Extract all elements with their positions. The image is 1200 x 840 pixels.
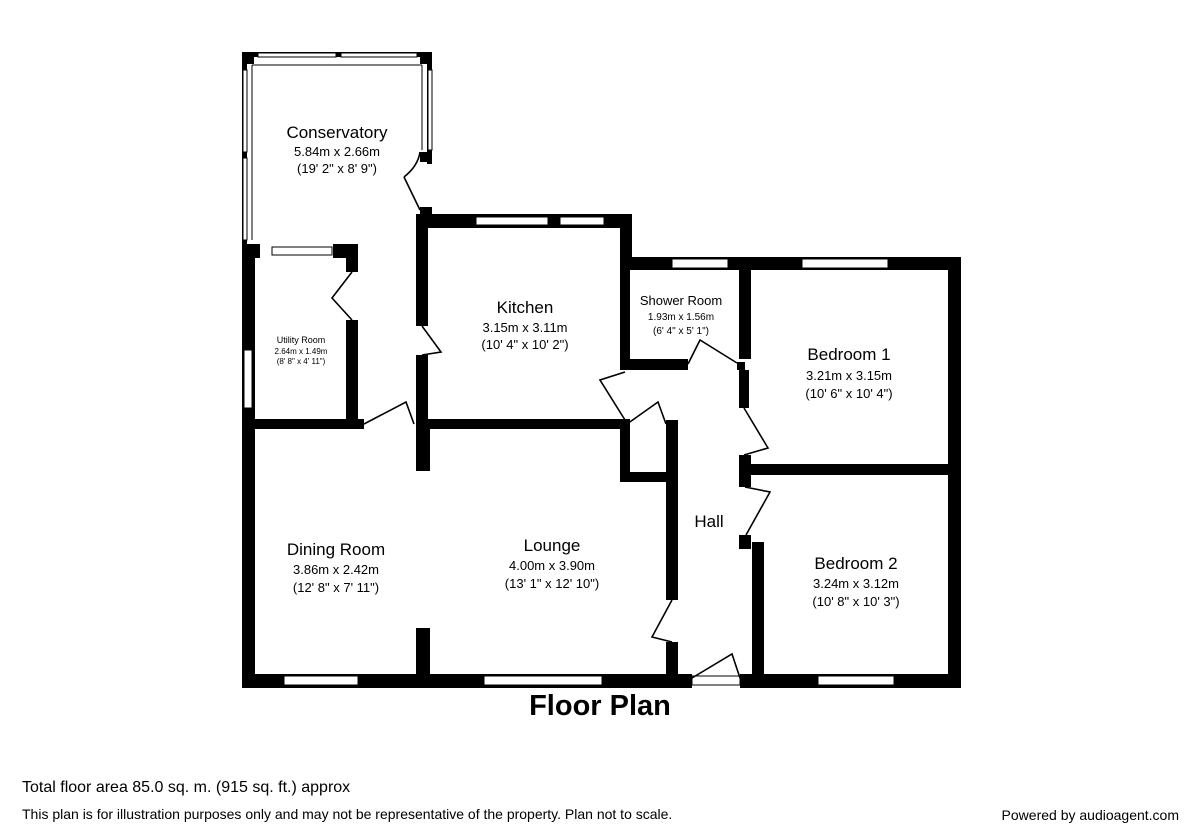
lounge-imperial: (13' 1" x 12' 10") xyxy=(505,576,599,591)
front-door xyxy=(691,652,741,679)
dining-name: Dining Room xyxy=(287,540,385,559)
dining-wall-top xyxy=(242,419,364,429)
disclaimer: This plan is for illustration purposes o… xyxy=(22,806,673,822)
plan-title: Floor Plan xyxy=(529,690,671,722)
bedroom2-wall-left xyxy=(739,535,751,549)
room-labels: Conservatory 5.84m x 2.66m (19' 2" x 8' … xyxy=(275,123,900,609)
conservatory-window-left-2 xyxy=(242,157,248,241)
front-door-threshold xyxy=(691,675,741,686)
bedroom2-window xyxy=(817,675,895,686)
bedroom1-name: Bedroom 1 xyxy=(807,345,890,364)
conservatory-window-left-1 xyxy=(242,69,248,153)
windows xyxy=(242,52,895,686)
lounge-hall-door xyxy=(626,400,667,425)
floor-plan-drawing: Conservatory 5.84m x 2.66m (19' 2" x 8' … xyxy=(242,52,961,688)
conservatory-window-top-1 xyxy=(257,52,337,58)
bedroom1-imperial: (10' 6" x 10' 4") xyxy=(805,386,892,401)
lounge-window xyxy=(483,675,603,686)
dining-lounge-pier xyxy=(416,628,430,688)
utility-door xyxy=(330,271,353,321)
shower-wall-bottom xyxy=(620,359,688,370)
conservatory-size: 5.84m x 2.66m xyxy=(294,144,380,159)
utility-wall-right xyxy=(346,244,358,272)
kitchen-wall-left-lower xyxy=(416,355,428,421)
bedroom2-wall-left-lower xyxy=(752,542,764,687)
hall-wall-left xyxy=(666,420,678,600)
utility-wall-left xyxy=(242,244,255,688)
shower-imperial: (6' 4" x 5' 1") xyxy=(653,326,709,337)
kitchen-imperial: (10' 4" x 10' 2") xyxy=(481,337,568,352)
lounge-alcove-wall xyxy=(620,419,630,481)
lounge-wall-top xyxy=(416,419,630,429)
utility-wall-right-lower xyxy=(346,320,358,428)
dining-wall-stub xyxy=(416,419,430,471)
lounge-name: Lounge xyxy=(524,536,581,555)
bedroom1-door xyxy=(743,407,770,456)
dining-size: 3.86m x 2.42m xyxy=(293,562,379,577)
bedroom2-imperial: (10' 8" x 10' 3") xyxy=(812,594,899,609)
bedroom-divider-wall xyxy=(739,464,961,475)
bedroom2-size: 3.24m x 3.12m xyxy=(813,576,899,591)
shower-window xyxy=(671,258,729,269)
utility-imperial: (8' 8" x 4' 11") xyxy=(277,357,326,366)
powered-by-link[interactable]: Powered by audioagent.com xyxy=(1001,807,1179,823)
bedroom1-size: 3.21m x 3.15m xyxy=(806,368,892,383)
kitchen-wall-left xyxy=(416,214,428,326)
utility-size: 2.64m x 1.49m xyxy=(275,347,328,356)
bedroom2-wall-left-stub xyxy=(739,455,751,487)
conservatory-imperial: (19' 2" x 8' 9") xyxy=(297,161,377,176)
kitchen-window-1 xyxy=(475,216,549,226)
shower-bedroom-wall-stub xyxy=(737,362,745,370)
shower-bedroom-wall xyxy=(739,257,751,359)
conservatory-wall-right-lower xyxy=(420,152,432,162)
bedroom2-door xyxy=(744,486,772,536)
kitchen-window-2 xyxy=(559,216,605,226)
utility-window-left xyxy=(243,349,253,409)
conservatory-window-top-2 xyxy=(340,52,418,58)
bedroom2-name: Bedroom 2 xyxy=(814,554,897,573)
conservatory-door xyxy=(403,151,421,211)
kitchen-wall-right xyxy=(620,214,632,270)
dining-imperial: (12' 8" x 7' 11") xyxy=(293,580,379,595)
kitchen-size: 3.15m x 3.11m xyxy=(482,320,567,335)
bedroom1-window xyxy=(801,258,889,269)
kitchen-hall-door xyxy=(598,371,626,421)
shower-name: Shower Room xyxy=(640,293,722,308)
kitchen-name: Kitchen xyxy=(497,298,554,317)
lounge-door-lower xyxy=(650,599,673,643)
doors xyxy=(330,151,772,679)
shower-size: 1.93m x 1.56m xyxy=(648,312,714,323)
lounge-alcove-bottom xyxy=(620,472,678,482)
conservatory-wall-top xyxy=(242,52,432,57)
conservatory-window-right xyxy=(427,69,433,151)
shower-wall-top xyxy=(620,257,960,270)
conservatory-wall-right-stub xyxy=(420,207,432,217)
shower-wall-left xyxy=(620,257,630,369)
conservatory-name: Conservatory xyxy=(286,123,388,142)
dining-window xyxy=(283,675,359,686)
bedroom1-wall-left xyxy=(739,370,749,408)
shower-door xyxy=(687,338,738,365)
hall-name: Hall xyxy=(694,512,723,531)
utility-name: Utility Room xyxy=(277,335,326,345)
kitchen-door xyxy=(421,325,443,356)
lounge-size: 4.00m x 3.90m xyxy=(509,558,595,573)
utility-lounge-door xyxy=(363,400,415,425)
utility-window-top xyxy=(271,246,333,256)
total-floor-area: Total floor area 85.0 sq. m. (915 sq. ft… xyxy=(22,779,351,796)
